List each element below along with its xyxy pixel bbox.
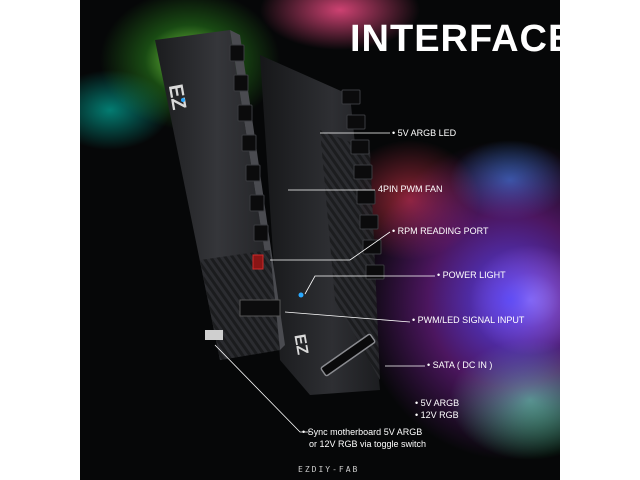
label-12v-rgb: • 12V RGB: [415, 410, 459, 420]
label-signal-input: • PWM/LED SIGNAL INPUT: [412, 315, 525, 325]
label-sync-line1: • Sync motherboard 5V ARGB: [302, 427, 423, 437]
label-power-light: • POWER LIGHT: [437, 270, 506, 280]
brand-name: EZDIY-FAB: [298, 465, 360, 474]
logo-led-icon: [181, 98, 185, 102]
power-light-led: [298, 292, 304, 298]
label-rpm-port: • RPM READING PORT: [392, 226, 489, 236]
sata-connector: [320, 333, 376, 377]
back-hub-logo: EZ: [290, 333, 310, 356]
toggle-switch: [205, 330, 223, 340]
label-5v-argb: • 5V ARGB: [415, 398, 460, 408]
label-pwm-fan: 4PIN PWM FAN: [378, 184, 443, 194]
front-hub-ports: [229, 44, 269, 242]
rpm-port: [252, 254, 264, 270]
label-sata: • SATA ( DC IN ): [427, 360, 493, 370]
hub-front: EZ: [155, 30, 304, 360]
label-argb-led: • 5V ARGB LED: [392, 128, 457, 138]
hub-illustration: EZ EZ: [155, 30, 435, 433]
label-sync-line2: or 12V RGB via toggle switch: [309, 439, 427, 449]
leader-lines: [214, 132, 435, 433]
page-title: INTERFACE: [350, 18, 560, 60]
hub-back: EZ: [260, 55, 385, 395]
back-hub-ports: [341, 89, 385, 280]
signal-input-port: [239, 299, 281, 317]
product-stage: EZ EZ: [80, 0, 560, 480]
front-hub-logo: EZ: [164, 83, 190, 112]
